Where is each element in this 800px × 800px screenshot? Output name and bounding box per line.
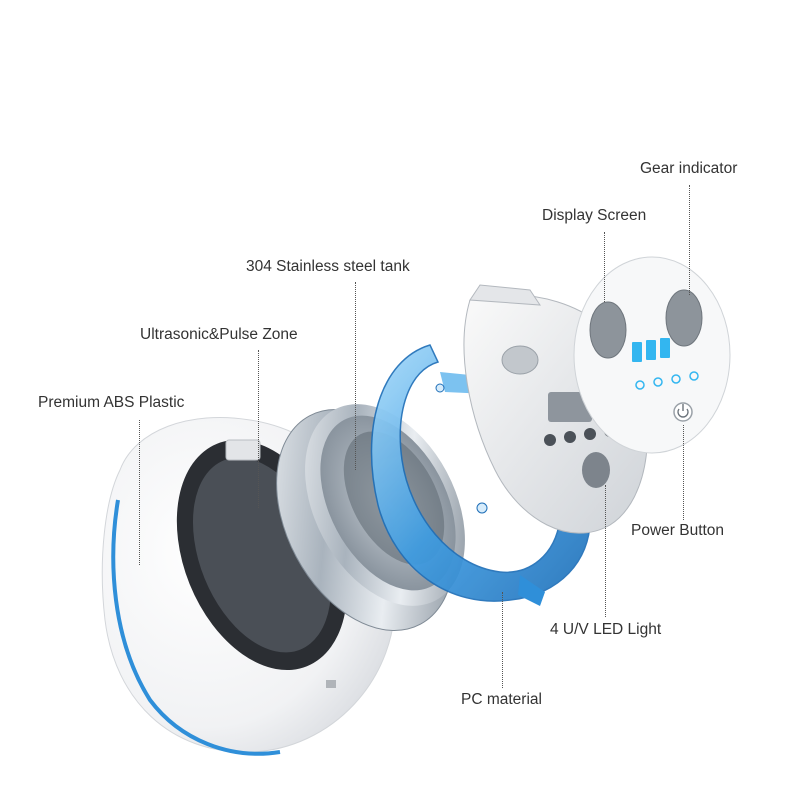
label-abs-plastic: Premium ABS Plastic xyxy=(38,394,185,411)
power-icon xyxy=(673,402,693,422)
label-steel-tank: 304 Stainless steel tank xyxy=(246,258,410,275)
leader-ultrasonic-zone xyxy=(258,350,259,508)
display-digits xyxy=(632,338,670,362)
leader-gear-indicator xyxy=(689,185,690,295)
leader-display-screen xyxy=(604,232,605,302)
label-gear-indicator: Gear indicator xyxy=(640,160,738,177)
gear-window xyxy=(589,301,627,359)
leader-pc-material xyxy=(502,592,503,688)
label-uv-led: 4 U/V LED Light xyxy=(550,621,662,638)
label-power-button: Power Button xyxy=(631,522,725,539)
label-display-screen: Display Screen xyxy=(542,207,647,224)
leader-power-button xyxy=(683,425,684,520)
leader-uv-led xyxy=(605,485,606,617)
mode-icon xyxy=(635,380,645,390)
pc-ring xyxy=(370,344,591,606)
display-panel xyxy=(573,256,731,454)
leader-steel-tank xyxy=(355,282,356,470)
label-ultrasonic-zone: Ultrasonic&Pulse Zone xyxy=(140,326,298,343)
leader-abs-plastic xyxy=(139,420,140,565)
label-pc-material: PC material xyxy=(461,691,542,708)
